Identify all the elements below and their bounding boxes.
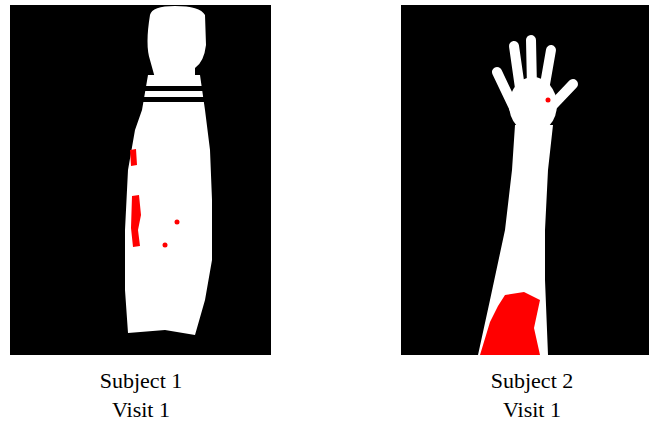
forearm-silhouette: [478, 125, 553, 355]
panel-caption: Subject 2: [491, 368, 574, 394]
lesion-patch: [130, 149, 137, 166]
wrist-band-stripe: [138, 86, 210, 91]
panel-caption: Subject 1: [100, 368, 183, 394]
black-panel: [10, 5, 271, 355]
lesion-patch: [131, 195, 141, 247]
palm-silhouette: [509, 77, 557, 133]
lesion-dot: [546, 98, 551, 103]
lesion-patch: [480, 292, 540, 355]
wrist-band-stripe: [138, 97, 210, 102]
panel-caption: Visit 1: [503, 397, 561, 423]
lesion-dot: [175, 220, 180, 225]
black-panel: [401, 5, 649, 355]
lesion-dot: [163, 243, 168, 248]
forearm-silhouette: [125, 75, 212, 335]
fist-silhouette: [148, 6, 207, 78]
panel-caption: Visit 1: [112, 397, 170, 423]
